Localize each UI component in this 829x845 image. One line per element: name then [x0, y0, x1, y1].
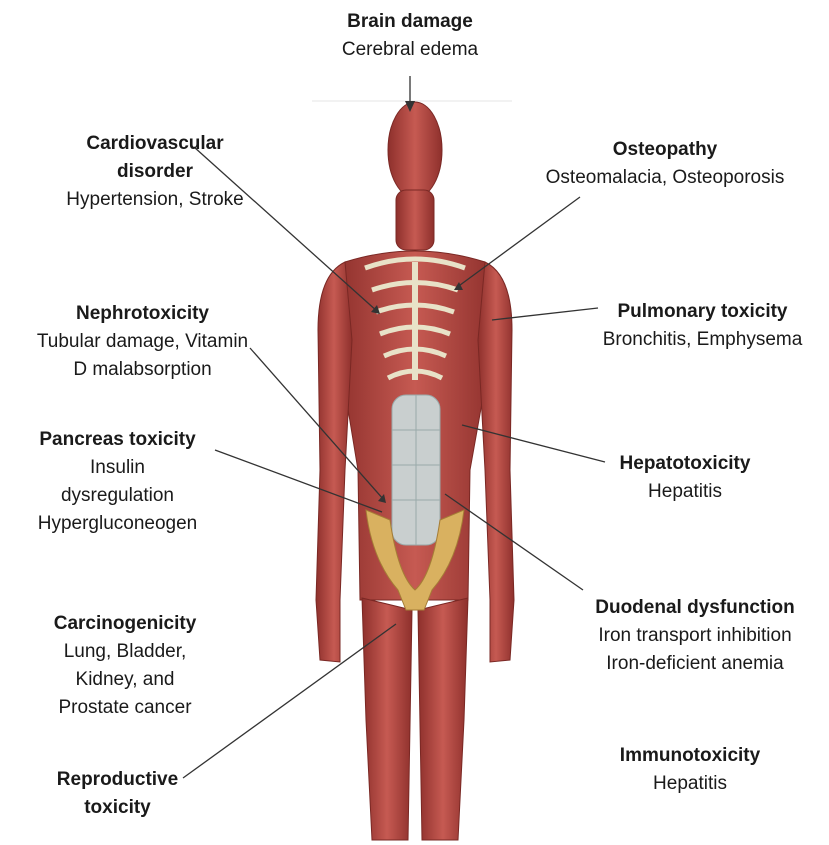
- left-arm: [316, 262, 352, 662]
- label-osteo: Osteopathy Osteomalacia, Osteoporosis: [515, 136, 815, 192]
- label-pancreas-detail: Insulin dysregulation Hypergluconeogen: [10, 454, 225, 538]
- label-brain-title: Brain damage: [300, 8, 520, 36]
- label-duodenal-detail: Iron transport inhibition Iron-deficient…: [565, 622, 825, 678]
- label-pulmonary-detail: Bronchitis, Emphysema: [580, 326, 825, 354]
- label-immuno-detail: Hepatitis: [590, 770, 790, 798]
- label-reproductive: Reproductive toxicity: [30, 766, 205, 822]
- label-hepato: Hepatotoxicity Hepatitis: [595, 450, 775, 506]
- label-carcino: Carcinogenicity Lung, Bladder, Kidney, a…: [30, 610, 220, 722]
- label-pulmonary: Pulmonary toxicity Bronchitis, Emphysema: [580, 298, 825, 354]
- label-pancreas: Pancreas toxicity Insulin dysregulation …: [10, 426, 225, 538]
- label-brain-detail: Cerebral edema: [300, 36, 520, 64]
- label-hepato-detail: Hepatitis: [595, 478, 775, 506]
- label-nephro-detail: Tubular damage, Vitamin D malabsorption: [5, 328, 280, 384]
- label-immuno: Immunotoxicity Hepatitis: [590, 742, 790, 798]
- label-brain: Brain damage Cerebral edema: [300, 8, 520, 64]
- left-leg: [362, 598, 412, 840]
- label-pancreas-title: Pancreas toxicity: [10, 426, 225, 454]
- label-cardio: Cardiovascular disorder Hypertension, St…: [30, 130, 280, 214]
- label-duodenal: Duodenal dysfunction Iron transport inhi…: [565, 594, 825, 678]
- label-hepato-title: Hepatotoxicity: [595, 450, 775, 478]
- label-nephro: Nephrotoxicity Tubular damage, Vitamin D…: [5, 300, 280, 384]
- label-osteo-title: Osteopathy: [515, 136, 815, 164]
- label-carcino-title: Carcinogenicity: [30, 610, 220, 638]
- label-duodenal-title: Duodenal dysfunction: [565, 594, 825, 622]
- head: [388, 102, 442, 198]
- label-pulmonary-title: Pulmonary toxicity: [580, 298, 825, 326]
- right-arm: [478, 262, 514, 662]
- label-reproductive-title: Reproductive toxicity: [30, 766, 205, 822]
- label-cardio-detail: Hypertension, Stroke: [30, 186, 280, 214]
- neck: [396, 190, 434, 250]
- label-osteo-detail: Osteomalacia, Osteoporosis: [515, 164, 815, 192]
- line-osteo: [456, 197, 580, 288]
- label-nephro-title: Nephrotoxicity: [5, 300, 280, 328]
- label-carcino-detail: Lung, Bladder, Kidney, and Prostate canc…: [30, 638, 220, 722]
- right-leg: [418, 598, 468, 840]
- label-cardio-title: Cardiovascular disorder: [30, 130, 280, 186]
- label-immuno-title: Immunotoxicity: [590, 742, 790, 770]
